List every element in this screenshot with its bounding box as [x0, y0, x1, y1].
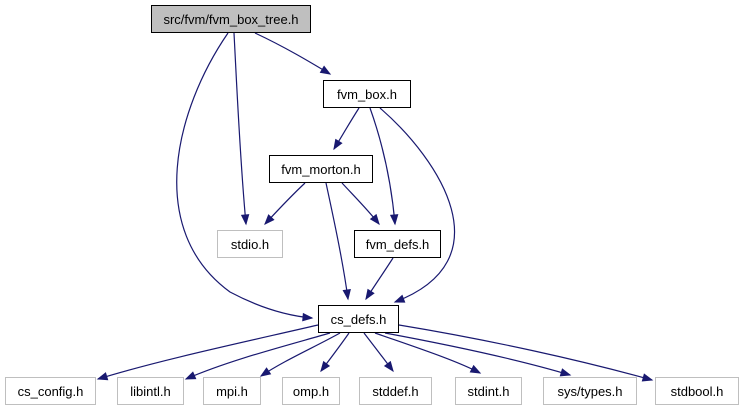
edge-root-to-fvm_box	[254, 32, 332, 75]
edge-cs_defs-to-stddef	[363, 332, 394, 373]
edge-cs_defs-to-libintl	[184, 332, 331, 380]
edge-root-to-stdio	[233, 32, 250, 226]
node-cs-defs[interactable]: cs_defs.h	[318, 305, 399, 333]
edge-root-to-cs_defs	[176, 32, 314, 322]
edge-cs_defs-to-stdbool	[398, 324, 654, 382]
edge-line	[185, 332, 331, 380]
node-stddef: stddef.h	[359, 377, 432, 405]
edge-cs_defs-to-omp	[320, 332, 350, 373]
node-fvm-box[interactable]: fvm_box.h	[323, 80, 411, 108]
edge-fvm_defs-to-cs_defs	[365, 257, 394, 301]
arrowhead-icon	[383, 360, 394, 373]
node-libintl: libintl.h	[117, 377, 184, 405]
arrowhead-icon	[240, 214, 250, 226]
arrowhead-icon	[264, 214, 275, 226]
edge-line	[398, 324, 653, 381]
edge-cs_defs-to-mpi	[259, 332, 341, 377]
node-stdio: stdio.h	[217, 230, 283, 258]
node-sys-types: sys/types.h	[543, 377, 637, 405]
node-root-fvm-box-tree[interactable]: src/fvm/fvm_box_tree.h	[151, 5, 311, 33]
node-cs-config: cs_config.h	[5, 377, 96, 405]
node-stdint: stdint.h	[455, 377, 522, 405]
node-fvm-morton[interactable]: fvm_morton.h	[269, 155, 373, 183]
edge-line	[369, 107, 396, 225]
arrowhead-icon	[333, 138, 343, 151]
arrowhead-icon	[469, 364, 482, 374]
node-fvm-defs[interactable]: fvm_defs.h	[354, 230, 441, 258]
edge-cs_defs-to-cs_config	[96, 324, 319, 381]
arrowhead-icon	[320, 360, 331, 373]
arrowhead-icon	[302, 312, 314, 322]
edge-cs_defs-to-stdint	[374, 332, 482, 374]
edge-fvm_morton-to-fvm_defs	[341, 182, 380, 226]
edge-line	[254, 32, 331, 75]
edge-fvm_box-to-cs_defs	[379, 107, 456, 303]
arrowhead-icon	[365, 288, 375, 301]
edge-fvm_box-to-fvm_defs	[369, 107, 399, 226]
arrowhead-icon	[259, 367, 272, 377]
arrowhead-icon	[184, 371, 197, 380]
edge-line	[176, 32, 313, 319]
arrowhead-icon	[319, 65, 332, 75]
edge-fvm_morton-to-cs_defs	[325, 182, 351, 301]
node-stdbool: stdbool.h	[655, 377, 739, 405]
edge-line	[233, 32, 247, 225]
arrowhead-icon	[559, 368, 572, 377]
node-mpi: mpi.h	[203, 377, 261, 405]
edge-line	[379, 107, 456, 303]
arrowhead-icon	[96, 372, 109, 381]
arrowhead-icon	[342, 289, 351, 301]
edge-line	[260, 332, 341, 377]
edge-fvm_box-to-fvm_morton	[333, 107, 360, 151]
edge-fvm_morton-to-stdio	[264, 182, 306, 226]
arrowhead-icon	[369, 213, 380, 226]
arrowhead-icon	[389, 214, 399, 226]
arrowhead-icon	[393, 294, 406, 303]
edge-line	[97, 324, 319, 380]
edge-line	[384, 332, 571, 376]
edge-line	[325, 182, 349, 300]
arrowhead-icon	[641, 373, 654, 382]
edge-cs_defs-to-sys_types	[384, 332, 572, 377]
node-omp: omp.h	[282, 377, 340, 405]
